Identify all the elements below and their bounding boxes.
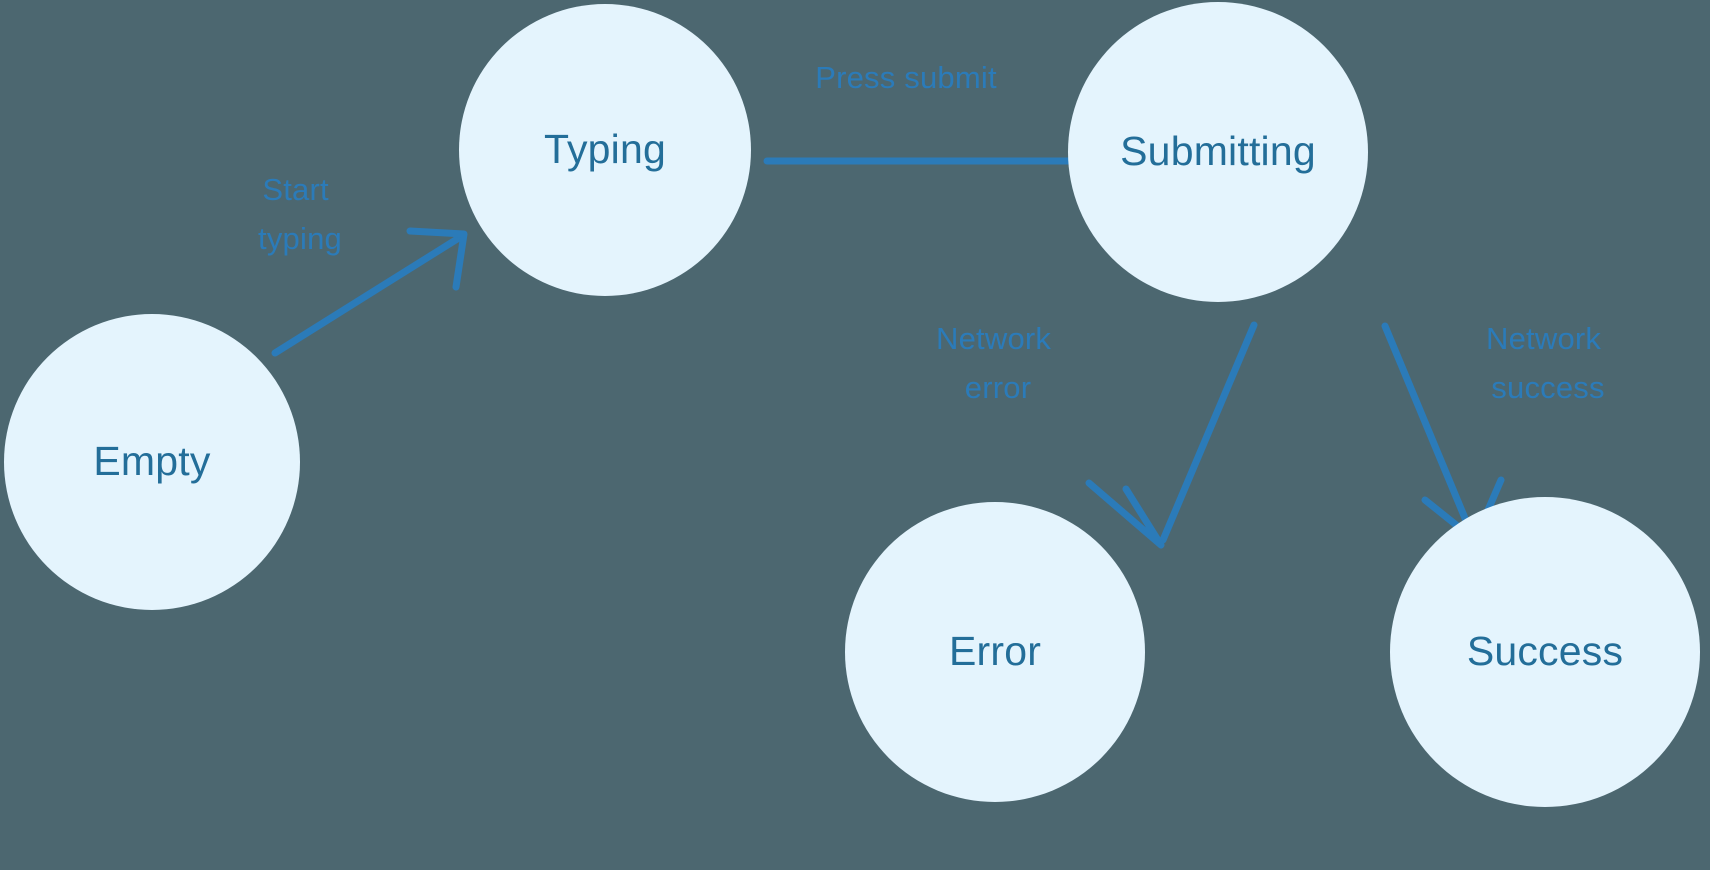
node-empty-label: Empty <box>93 438 210 484</box>
node-error-circle <box>845 502 1145 802</box>
node-submitting-circle <box>1068 2 1368 302</box>
edge-line-submitting-to-error <box>1159 321 1258 544</box>
node-typing-label: Typing <box>544 126 666 172</box>
edge-label-line: Network <box>1486 321 1601 356</box>
edge-label-typing-to-submitting: Press submit <box>815 60 997 95</box>
edge-label-line: Start <box>262 172 329 207</box>
edge-label-line: typing <box>258 221 342 256</box>
node-empty[interactable]: Empty <box>4 314 300 610</box>
node-error[interactable]: Error <box>845 502 1145 802</box>
edge-label-line: Press submit <box>815 60 997 95</box>
node-typing[interactable]: Typing <box>459 4 751 296</box>
edge-submitting-to-error[interactable]: Network error <box>936 321 1258 549</box>
edge-line-submitting-to-success <box>1381 322 1476 539</box>
edge-label-line: error <box>965 370 1031 405</box>
node-success[interactable]: Success <box>1390 497 1700 807</box>
edge-label-submitting-to-success: Network success <box>1486 321 1610 405</box>
edge-label-empty-to-typing: Start typing <box>258 172 342 256</box>
edge-empty-to-typing[interactable]: Start typing <box>258 172 468 357</box>
node-submitting-label: Submitting <box>1120 128 1316 174</box>
arrowhead-submitting-to-error <box>1085 479 1165 549</box>
edge-label-line: success <box>1491 370 1604 405</box>
node-error-label: Error <box>949 628 1041 674</box>
node-submitting[interactable]: Submitting <box>1068 2 1368 302</box>
arrowhead-empty-to-typing <box>406 227 468 291</box>
node-typing-circle <box>459 4 751 296</box>
node-empty-circle <box>4 314 300 610</box>
node-success-label: Success <box>1467 628 1623 674</box>
node-success-circle <box>1390 497 1700 807</box>
edge-label-line: Network <box>936 321 1051 356</box>
edge-line-empty-to-typing <box>271 232 466 357</box>
edge-label-submitting-to-error: Network error <box>936 321 1060 405</box>
